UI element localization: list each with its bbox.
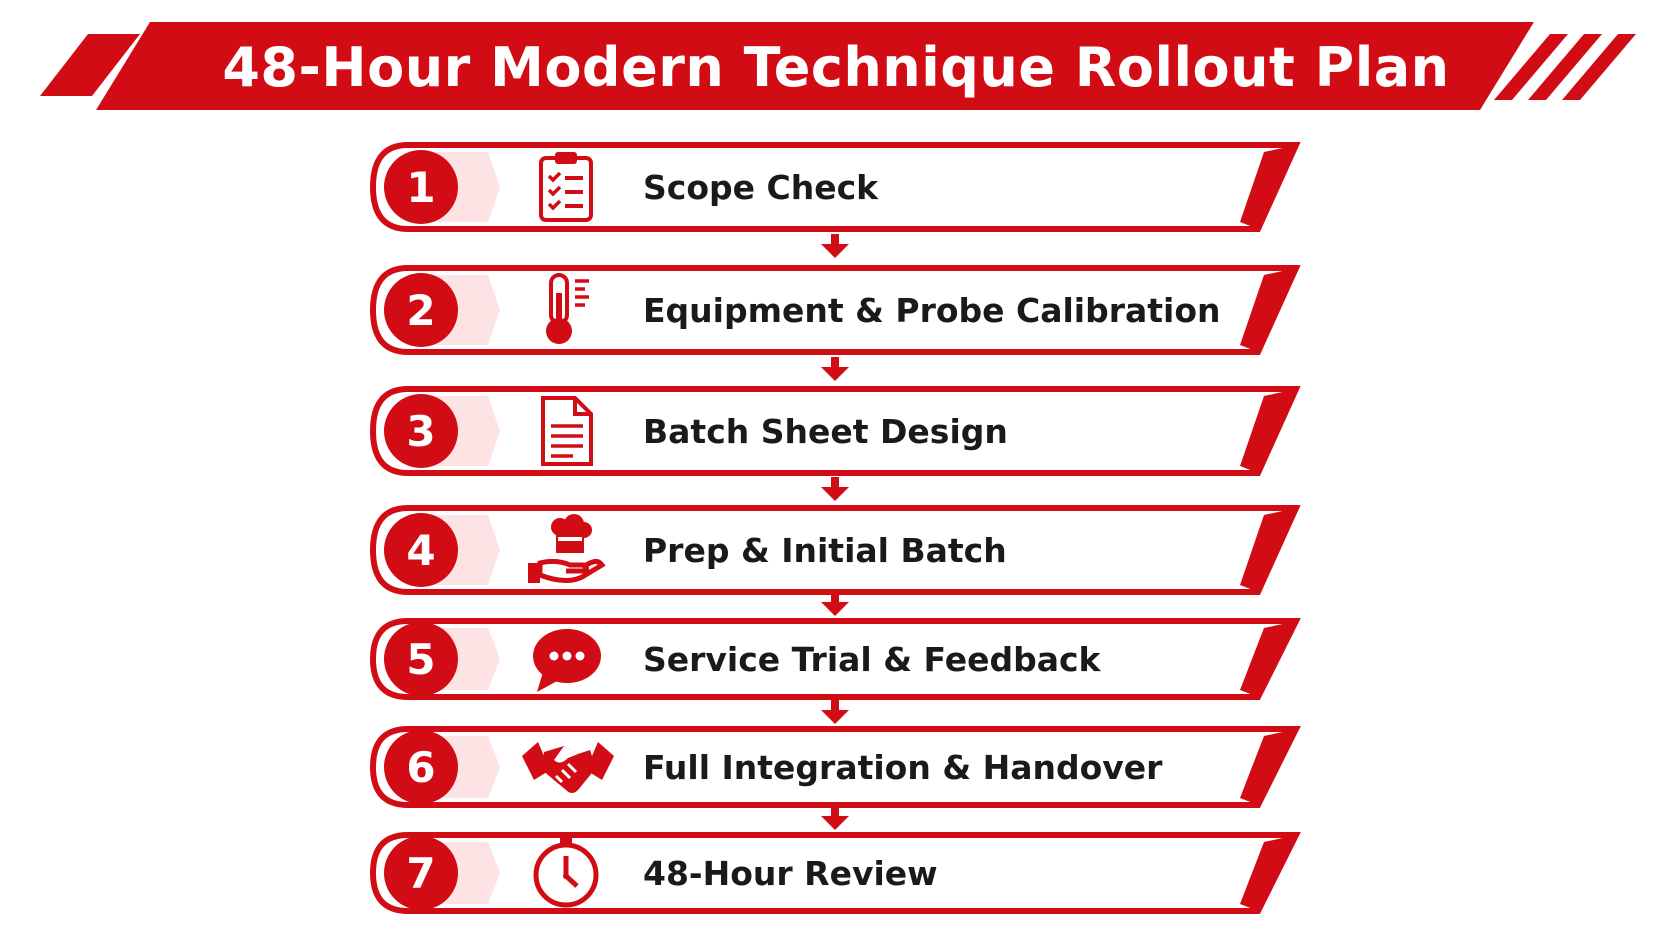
page-title: 48-Hour Modern Technique Rollout Plan (222, 35, 1450, 99)
banner-background (40, 22, 1636, 110)
step-label: Equipment & Probe Calibration (643, 290, 1221, 330)
step-label: Full Integration & Handover (643, 747, 1163, 787)
step-label: 48-Hour Review (643, 853, 938, 893)
step-frame (369, 265, 1301, 355)
clock-icon (526, 836, 606, 910)
step-2: 2 Equipment & Probe Calibration (368, 263, 1304, 357)
step-number: 3 (384, 394, 458, 468)
step-7: 7 48-Hour Review (368, 830, 1304, 924)
step-number: 6 (384, 730, 458, 804)
step-number: 2 (384, 273, 458, 347)
title-banner: 48-Hour Modern Technique Rollout Plan (0, 0, 1672, 120)
thermometer-icon (526, 273, 606, 347)
step-number: 5 (384, 622, 458, 696)
step-6: 6 Full Integration & Handover (368, 724, 1304, 818)
step-number: 4 (384, 513, 458, 587)
step-frame (369, 386, 1301, 476)
step-label: Scope Check (643, 167, 879, 207)
document-icon (526, 394, 606, 468)
step-4: 4 Prep & Initial Batch (368, 503, 1304, 597)
step-5: 5 Service Trial & Feedback (368, 616, 1304, 710)
step-label: Prep & Initial Batch (643, 530, 1007, 570)
down-arrow-icon (821, 700, 849, 724)
down-arrow-icon (821, 234, 849, 258)
step-3: 3 Batch Sheet Design (368, 384, 1304, 478)
chef-hat-hand-icon (526, 513, 606, 587)
clipboard-checklist-icon (526, 150, 606, 224)
down-arrow-icon (821, 357, 849, 381)
step-frame (369, 832, 1301, 914)
step-label: Service Trial & Feedback (643, 639, 1101, 679)
down-arrow-icon (821, 806, 849, 830)
step-label: Batch Sheet Design (643, 411, 1008, 451)
handshake-icon (518, 730, 618, 804)
step-number: 7 (384, 836, 458, 910)
step-1: 1 Scope Check (368, 140, 1304, 234)
speech-bubble-icon (526, 622, 606, 696)
step-frame (369, 618, 1301, 700)
down-arrow-icon (821, 592, 849, 616)
step-number: 1 (384, 150, 458, 224)
down-arrow-icon (821, 477, 849, 501)
